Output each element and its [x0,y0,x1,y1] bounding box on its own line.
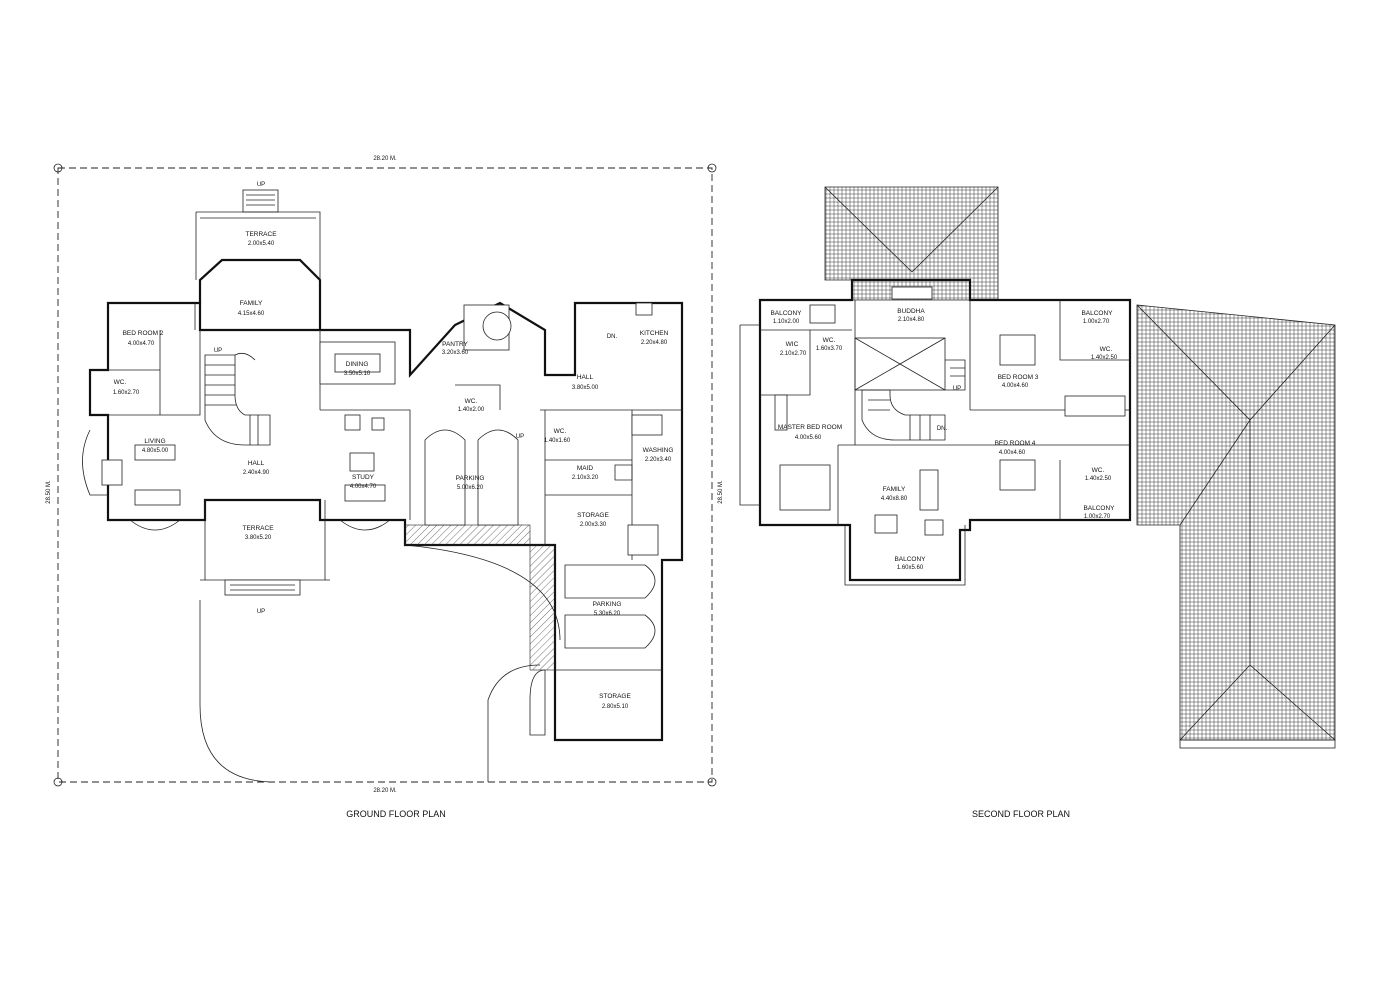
site-driveway [199,544,561,783]
up-side: UP [516,434,524,440]
room-maid: MAID [577,465,594,472]
svg-text:4.15x4.60: 4.15x4.60 [238,311,265,317]
room-buddha: BUDDHA [897,308,925,315]
svg-text:1.40x1.60: 1.40x1.60 [544,438,571,444]
second-labels: 28.50 M. UP DN. BALCONY 1.10x2.00 WIC 2.… [718,308,1118,571]
svg-text:4.40x8.80: 4.40x8.80 [881,496,908,502]
room-pantry: PANTRY [442,341,468,348]
room-family: FAMILY [240,300,263,307]
room-wc-br: WC. [1092,467,1105,474]
dim-bottom: 28.20 M. [373,788,397,794]
room-balcony-bottom: BALCONY [894,556,926,563]
svg-text:2.20x3.40: 2.20x3.40 [645,457,672,463]
room-hall-left: HALL [248,460,265,467]
room-storage-2: STORAGE [599,693,631,700]
room-wc-small: WC. [554,428,567,435]
svg-text:2.80x5.10: 2.80x5.10 [602,704,629,710]
room-balcony-tr: BALCONY [1081,310,1113,317]
second-dim-side: 28.50 M. [718,480,724,504]
svg-text:2.40x4.90: 2.40x4.90 [243,470,270,476]
svg-text:3.80x5.00: 3.80x5.00 [572,385,599,391]
second-floor-title: SECOND FLOOR PLAN [972,809,1070,819]
ground-labels: 28.20 M. 28.20 M. 28.50 M. UP UP UP UP D… [46,156,673,794]
roof-right [1136,304,1336,741]
svg-text:1.10x2.00: 1.10x2.00 [773,319,800,325]
up-stair: UP [214,348,222,354]
up-bottom: UP [257,609,265,615]
room-balcony-br: BALCONY [1083,505,1115,512]
second-staircase [854,337,966,441]
ground-floor-title: GROUND FLOOR PLAN [346,809,446,819]
dn-label: DN. [607,334,618,340]
svg-text:1.40x2.50: 1.40x2.50 [1091,355,1118,361]
svg-text:3.50x5.10: 3.50x5.10 [344,371,371,377]
svg-text:1.00x2.70: 1.00x2.70 [1084,514,1111,520]
svg-text:4.00x4.70: 4.00x4.70 [128,341,155,347]
dim-top: 28.20 M. [373,156,397,162]
svg-text:2.10x4.80: 2.10x4.80 [898,317,925,323]
svg-text:3.80x5.20: 3.80x5.20 [245,535,272,541]
ground-staircase [204,352,271,446]
room-wc-tr: WC. [1100,346,1113,353]
property-boundary [57,167,713,783]
room-wc-tl: WC. [823,337,836,344]
bed-room-4-bed [999,459,1036,491]
svg-text:2.10x2.70: 2.10x2.70 [780,351,807,357]
svg-text:1.60x3.70: 1.60x3.70 [816,346,843,352]
room-wic: WIC [786,341,799,348]
svg-text:5.00x6.20: 5.00x6.20 [457,485,484,491]
svg-text:2.10x3.20: 2.10x3.20 [572,475,599,481]
svg-text:2.00x3.30: 2.00x3.30 [580,522,607,528]
room-washing: WASHING [643,447,674,454]
room-bedroom-2: BED ROOM 2 [123,330,164,337]
svg-text:4.80x5.00: 4.80x5.00 [142,448,169,454]
room-bedroom-4: BED ROOM 4 [995,440,1036,447]
room-wc-mid: WC. [465,398,478,405]
room-terrace-top: TERRACE [245,231,277,238]
room-wc-left: WC. [114,379,127,386]
room-hall-right: HALL [577,374,594,381]
svg-text:4.00x4.70: 4.00x4.70 [350,484,377,490]
ground-floor-plan: 28.20 M. 28.20 M. 28.50 M. UP UP UP UP D… [46,156,717,819]
room-kitchen: KITCHEN [640,330,669,337]
svg-text:1.40x2.00: 1.40x2.00 [458,407,485,413]
second-dn: DN. [937,426,948,432]
svg-text:5.30x6.20: 5.30x6.20 [594,611,621,617]
svg-text:2.00x5.40: 2.00x5.40 [248,241,275,247]
second-exterior-walls [758,278,1132,582]
room-terrace-bottom: TERRACE [242,525,274,532]
room-parking-2: PARKING [593,601,622,608]
room-dining: DINING [346,361,369,368]
svg-text:1.60x5.60: 1.60x5.60 [897,565,924,571]
room-balcony-tl: BALCONY [770,310,802,317]
svg-text:2.20x4.80: 2.20x4.80 [641,340,668,346]
svg-text:1.00x2.70: 1.00x2.70 [1083,319,1110,325]
room-master-bedroom: MASTER BED ROOM [778,424,842,431]
up-top: UP [257,182,265,188]
room-storage-1: STORAGE [577,512,609,519]
svg-text:4.00x4.60: 4.00x4.60 [1002,383,1029,389]
svg-text:1.60x2.70: 1.60x2.70 [113,390,140,396]
room-bedroom-3: BED ROOM 3 [998,374,1039,381]
dim-side: 28.50 M. [46,480,52,504]
parking-hatch [404,524,531,546]
master-bed [779,464,831,511]
second-up: UP [953,386,961,392]
car-1 [424,429,466,526]
car-2 [477,429,519,526]
car-3 [564,564,656,599]
room-family-second: FAMILY [883,486,906,493]
second-floor-plan: 28.50 M. UP DN. BALCONY 1.10x2.00 WIC 2.… [718,186,1336,819]
svg-text:3.20x3.60: 3.20x3.60 [442,350,469,356]
room-living: LIVING [144,438,165,445]
car-4 [564,614,656,649]
room-parking-1: PARKING [456,475,485,482]
svg-text:4.00x4.60: 4.00x4.60 [999,450,1026,456]
bed-room-3-bed [999,334,1036,366]
svg-text:1.40x2.50: 1.40x2.50 [1085,476,1112,482]
room-study: STUDY [352,474,375,481]
svg-text:4.00x5.60: 4.00x5.60 [795,435,822,441]
